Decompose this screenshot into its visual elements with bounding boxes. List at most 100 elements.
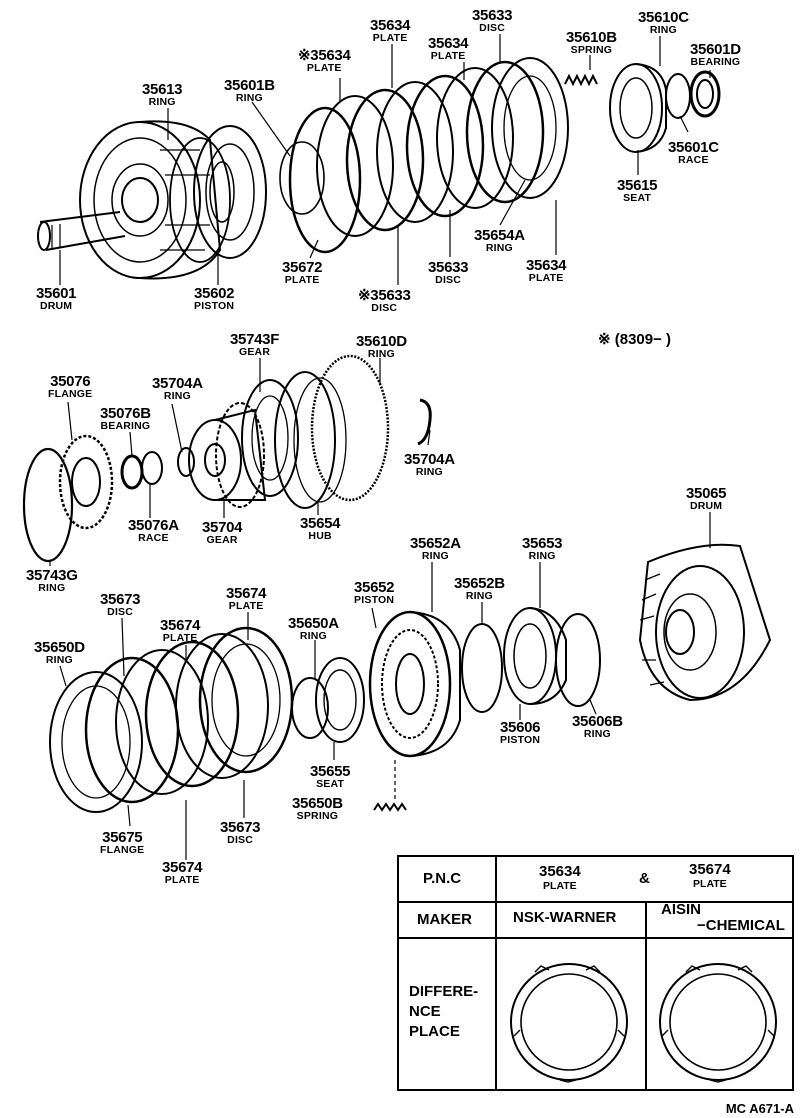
bearing-race-35076-art xyxy=(120,451,163,490)
part-type: PLATE xyxy=(372,32,408,44)
part-number: 35675 xyxy=(102,829,143,846)
part-type: DISC xyxy=(479,22,506,34)
ring-35652B-art xyxy=(461,623,503,713)
spring-35610B-art xyxy=(564,73,598,87)
part-type: RING xyxy=(38,582,66,594)
part-type: PISTON xyxy=(500,734,541,746)
star-mark: ※ xyxy=(298,47,311,64)
part-type: DISC xyxy=(371,302,398,314)
part-type: PISTON xyxy=(194,300,235,312)
part-type: RING xyxy=(367,348,395,360)
part-type: RING xyxy=(299,630,327,642)
part-number: 35654 xyxy=(300,515,341,532)
part-number: 35674 xyxy=(160,617,201,634)
part-number: 35673 xyxy=(100,591,141,608)
part-type: RING xyxy=(465,590,493,602)
part-type: DRUM xyxy=(39,300,73,312)
hub-35654-art xyxy=(274,371,347,509)
part-number: 35634 xyxy=(539,863,581,880)
part-type: PLATE xyxy=(528,272,564,284)
part-number: 35674 xyxy=(689,861,731,878)
part-type: RING xyxy=(649,24,677,36)
part-type: PLATE xyxy=(693,878,727,890)
part-type: RING xyxy=(163,390,191,402)
maker-nsk-warner: NSK-WARNER xyxy=(513,909,617,926)
part-number: 35634 xyxy=(428,35,469,52)
table-row-maker xyxy=(399,901,792,939)
part-number: 35650D xyxy=(34,639,85,656)
part-number: 35655 xyxy=(310,763,351,780)
part-type: SPRING xyxy=(570,44,613,56)
production-date-note: ※ (8309− ) xyxy=(598,331,672,348)
table-divider xyxy=(645,901,647,1089)
maker-aisin-line2: −CHEMICAL xyxy=(697,917,785,934)
ring-35704A-right-art xyxy=(417,398,432,446)
part-type: HUB xyxy=(308,530,332,542)
part-number: 35610B xyxy=(566,29,617,46)
ring-35743G-art xyxy=(22,447,74,563)
part-number: 35652A xyxy=(410,535,461,552)
part-number: 35602 xyxy=(194,285,235,302)
piston-35602-art xyxy=(193,125,267,259)
table-divider xyxy=(495,857,497,1089)
part-type: RING xyxy=(45,654,73,666)
seat-35615-art xyxy=(609,63,667,153)
part-number: 35633 xyxy=(472,7,513,24)
part-number: 35601D xyxy=(690,41,741,58)
part-number: 35743G xyxy=(26,567,78,584)
leader-lines-bottom xyxy=(59,562,597,860)
part-type: DISC xyxy=(435,274,462,286)
ring-35610D-art xyxy=(310,354,390,502)
part-type: RING xyxy=(485,242,513,254)
plate-nsk-warner-art xyxy=(510,963,628,1083)
part-type: PLATE xyxy=(543,880,577,892)
part-type: RING xyxy=(421,550,449,562)
part-number: 35652B xyxy=(454,575,505,592)
part-number: 35672 xyxy=(282,259,323,276)
leader-lines-top xyxy=(59,34,711,285)
part-number: 35634 xyxy=(370,17,411,34)
part-number: 35704 xyxy=(202,519,243,536)
part-type: RACE xyxy=(138,532,169,544)
part-number: 35076A xyxy=(128,517,179,534)
ring-35606B-art xyxy=(555,613,601,707)
part-number: 35601 xyxy=(36,285,77,302)
part-type: DRUM xyxy=(689,500,723,512)
star-mark: ※ xyxy=(358,287,371,304)
difference-line2: NCE xyxy=(409,1003,441,1020)
part-type: SEAT xyxy=(316,778,345,790)
leader-lines-middle xyxy=(49,358,431,566)
part-type: FLANGE xyxy=(48,388,93,400)
part-type: SEAT xyxy=(623,192,652,204)
part-number: 35076B xyxy=(100,405,151,422)
part-number: 35673 xyxy=(220,819,261,836)
part-number: 35065 xyxy=(686,485,727,502)
part-type: PLATE xyxy=(306,62,342,74)
part-type: BEARING xyxy=(690,56,741,68)
part-type: PLATE xyxy=(164,874,200,886)
